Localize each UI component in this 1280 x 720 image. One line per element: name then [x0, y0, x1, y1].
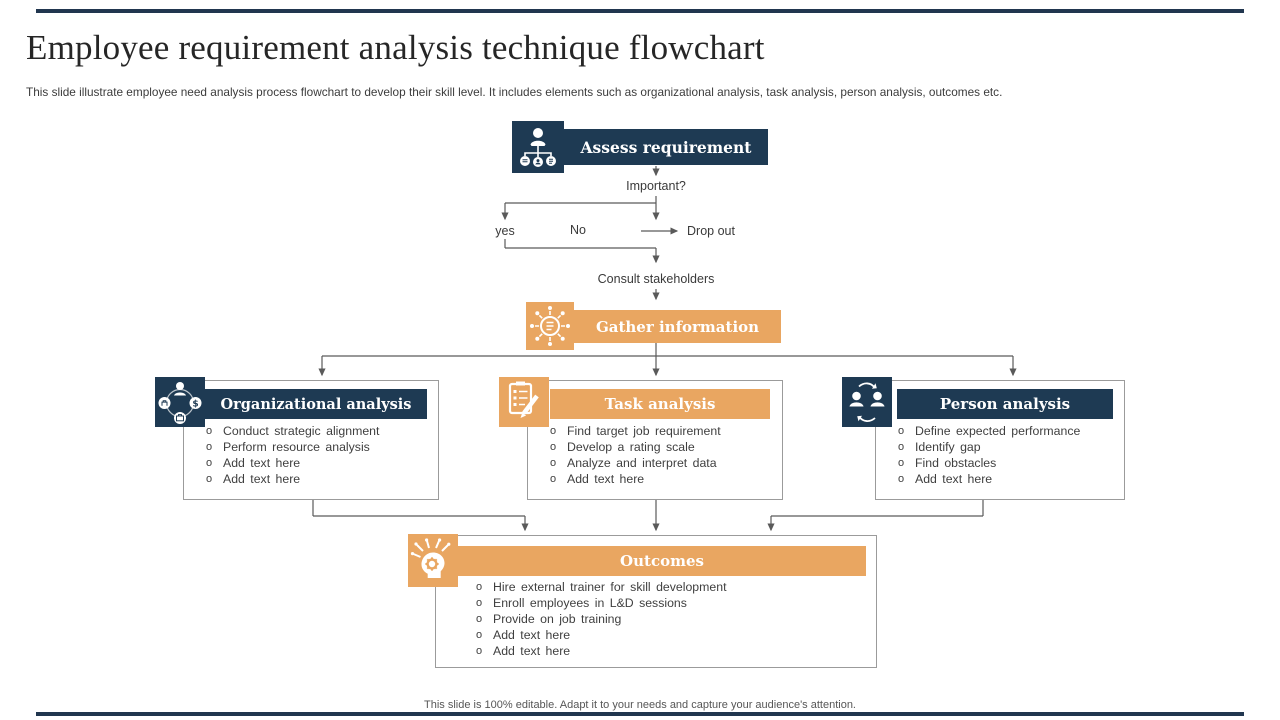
person-analysis-label: Person analysis: [939, 395, 1071, 413]
list-item: Perform resource analysis: [206, 439, 379, 455]
gather-information-label: Gather information: [595, 317, 760, 336]
people-exchange-icon: [849, 382, 885, 422]
task-analysis-label: Task analysis: [604, 395, 716, 413]
list-item-text: Develop a rating scale: [567, 440, 695, 454]
bullet-marker: [476, 611, 493, 627]
list-item-text: Find target job requirement: [567, 424, 721, 438]
bullet-marker: [476, 595, 493, 611]
list-item-text: Enroll employees in L&D sessions: [493, 596, 687, 610]
list-item: Hire external trainer for skill developm…: [476, 579, 727, 595]
top-accent-bar: [36, 9, 1244, 13]
list-item-text: Analyze and interpret data: [567, 456, 717, 470]
list-item: Find target job requirement: [550, 423, 721, 439]
bullet-marker: [206, 439, 223, 455]
bullet-marker: [476, 579, 493, 595]
list-item: Add text here: [476, 643, 727, 659]
list-item: Enroll employees in L&D sessions: [476, 595, 727, 611]
bullet-marker: [476, 627, 493, 643]
list-item: Analyze and interpret data: [550, 455, 721, 471]
gather-icon-tile: [526, 302, 574, 350]
decision-yes-label: yes: [495, 224, 515, 238]
list-item-text: Conduct strategic alignment: [223, 424, 380, 438]
list-item-text: Perform resource analysis: [223, 440, 370, 454]
list-item: Provide on job training: [476, 611, 727, 627]
organizational-analysis-list: Conduct strategic alignment Perform reso…: [206, 423, 379, 487]
gather-information-node: Gather information: [574, 310, 781, 343]
person-icon-tile: [842, 377, 892, 427]
organizational-icon-tile: $: [155, 377, 205, 427]
organizational-analysis-label: Organizational analysis: [220, 395, 412, 413]
consult-stakeholders-label: Consult stakeholders: [597, 272, 715, 286]
list-item-text: Add text here: [223, 456, 301, 470]
outcomes-list: Hire external trainer for skill developm…: [476, 579, 727, 659]
bullet-marker: [476, 643, 493, 659]
list-item: Add text here: [550, 471, 721, 487]
editable-note: This slide is 100% editable. Adapt it to…: [424, 699, 856, 711]
list-item: Add text here: [476, 627, 727, 643]
list-item-text: Hire external trainer for skill developm…: [493, 580, 727, 594]
decision-question-label: Important?: [626, 179, 686, 193]
list-item-text: Add text here: [915, 472, 993, 486]
bullet-marker: [898, 471, 915, 487]
bottom-accent-bar: [36, 712, 1244, 716]
bullet-marker: [550, 439, 567, 455]
list-item-text: Add text here: [493, 628, 571, 642]
drop-out-label: Drop out: [687, 224, 735, 238]
bullet-marker: [206, 471, 223, 487]
person-analysis-header: Person analysis: [897, 389, 1113, 419]
org-cycle-icon: $: [158, 382, 202, 424]
outcomes-icon-tile: [408, 534, 458, 587]
list-item: Add text here: [206, 471, 379, 487]
bullet-marker: [206, 455, 223, 471]
bullet-marker: [550, 471, 567, 487]
decision-no-label: No: [570, 223, 586, 237]
person-analysis-list: Define expected performance Identify gap…: [898, 423, 1080, 487]
list-item: Add text here: [206, 455, 379, 471]
list-item: Add text here: [898, 471, 1080, 487]
org-chart-icon: [520, 128, 556, 167]
task-analysis-list: Find target job requirement Develop a ra…: [550, 423, 721, 487]
list-item-text: Find obstacles: [915, 456, 997, 470]
outcomes-header: Outcomes: [458, 546, 866, 576]
bullet-marker: [898, 439, 915, 455]
bullet-marker: [898, 455, 915, 471]
list-item: Define expected performance: [898, 423, 1080, 439]
bullet-marker: [206, 423, 223, 439]
assess-requirement-node: Assess requirement: [564, 129, 768, 165]
page-title: Employee requirement analysis technique …: [26, 28, 765, 67]
task-analysis-header: Task analysis: [550, 389, 770, 419]
list-item-text: Add text here: [567, 472, 645, 486]
bullet-marker: [550, 455, 567, 471]
checklist-pencil-icon: [508, 381, 539, 418]
list-item-text: Add text here: [493, 644, 571, 658]
bullet-marker: [550, 423, 567, 439]
list-item-text: Add text here: [223, 472, 301, 486]
assess-requirement-label: Assess requirement: [580, 137, 752, 157]
organizational-analysis-header: Organizational analysis: [205, 389, 427, 419]
task-icon-tile: [499, 377, 549, 427]
outcomes-label: Outcomes: [620, 552, 704, 570]
list-item: Identify gap: [898, 439, 1080, 455]
list-item: Conduct strategic alignment: [206, 423, 379, 439]
list-item-text: Provide on job training: [493, 612, 622, 626]
bullet-marker: [898, 423, 915, 439]
svg-text:$: $: [192, 400, 198, 410]
idea-head-icon: [410, 537, 451, 578]
slide-subtitle: This slide illustrate employee need anal…: [26, 85, 1003, 99]
list-item-text: Identify gap: [915, 440, 981, 454]
list-item: Find obstacles: [898, 455, 1080, 471]
list-item-text: Define expected performance: [915, 424, 1081, 438]
network-hub-icon: [530, 306, 570, 346]
list-item: Develop a rating scale: [550, 439, 721, 455]
assess-icon-tile: [512, 121, 564, 173]
